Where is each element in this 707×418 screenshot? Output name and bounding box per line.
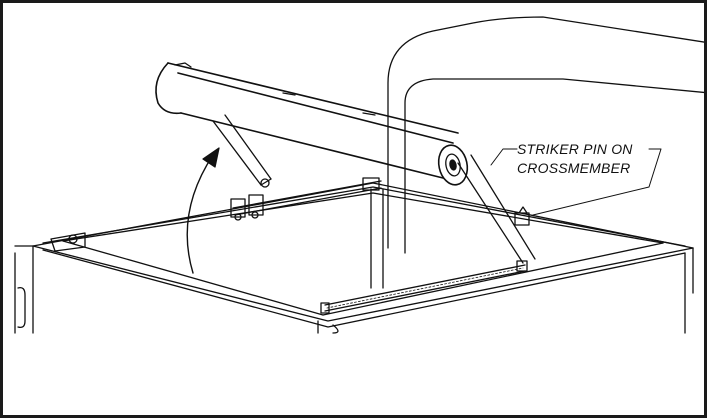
callout-line-1: STRIKER PIN ON bbox=[517, 141, 633, 157]
rear-crossmember bbox=[50, 177, 382, 252]
front-crossmember bbox=[320, 260, 528, 314]
striker-pin bbox=[514, 206, 530, 226]
striker-pin-callout: STRIKER PIN ON CROSSMEMBER bbox=[517, 140, 633, 178]
opening-direction-arrow bbox=[186, 147, 220, 274]
callout-line-2: CROSSMEMBER bbox=[517, 160, 631, 176]
rear-housing bbox=[387, 16, 704, 254]
callout-leader-line bbox=[490, 148, 662, 216]
cabinet-body bbox=[14, 182, 694, 334]
opened-lid bbox=[155, 62, 469, 186]
lid-opening-illustration bbox=[14, 16, 704, 334]
